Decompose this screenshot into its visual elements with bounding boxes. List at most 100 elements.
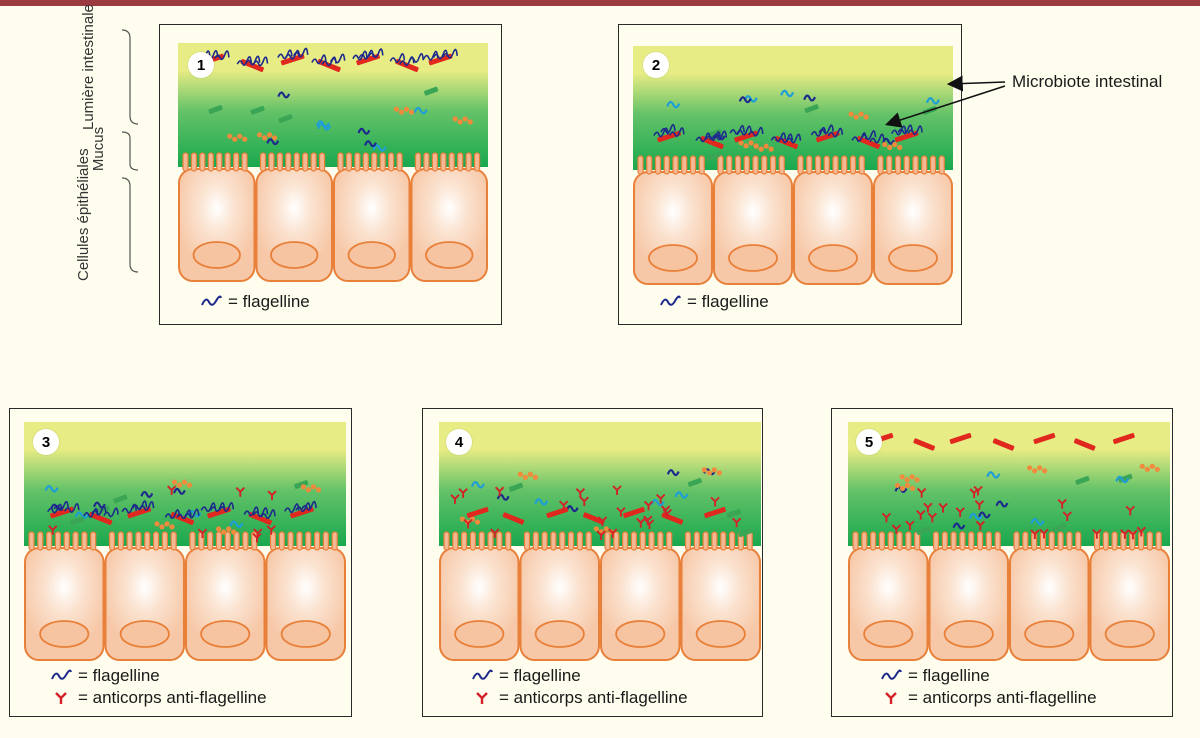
bacterium-coccus-icon [716, 470, 722, 476]
flagellin-icon [252, 56, 269, 67]
microvillus [126, 531, 133, 551]
antibody-icon [916, 487, 927, 498]
scene-4 [439, 422, 761, 662]
panel-legend: = flagelline = anticorps anti-flagelline [880, 665, 1097, 709]
microvillus [932, 531, 940, 551]
microvillus [345, 152, 353, 172]
bacterium-coccus-icon [897, 144, 903, 151]
cell-nucleus [454, 620, 505, 648]
bacterium-coccus-icon [216, 526, 222, 532]
antibody-icon [905, 520, 915, 531]
bacterium-coccus-icon [257, 132, 263, 138]
antibody-icon [597, 516, 608, 527]
lumen-and-mucus [439, 422, 761, 546]
microvillus [1048, 531, 1055, 551]
cell-nucleus [808, 244, 858, 272]
microvillus [431, 152, 438, 172]
antibody-icon [166, 485, 177, 496]
antibody-icon [559, 500, 569, 511]
microvillus [440, 152, 447, 172]
flagellin-icon [534, 498, 549, 506]
microvillus [1057, 531, 1064, 551]
microvillus [523, 531, 531, 551]
bacterium-rod-icon [49, 506, 74, 519]
microvillus [135, 531, 142, 551]
antibody-icon [1039, 528, 1049, 539]
microvillus [278, 531, 285, 551]
bacterium-rod-icon [856, 135, 881, 150]
cell-nucleus [280, 620, 331, 648]
microvillus [215, 531, 223, 551]
flagellin-icon [743, 95, 758, 103]
legend-flagellin: = flagelline [499, 666, 581, 685]
microvillus [310, 152, 317, 172]
flagellin-icon [810, 126, 827, 137]
bacterium-coccus-icon [848, 111, 854, 117]
bacterium-coccus-icon [452, 116, 458, 122]
bacterium-rod-icon [894, 130, 919, 143]
microvillus [144, 531, 151, 551]
flagellin-icon [666, 100, 681, 109]
cell-nucleus [425, 241, 474, 269]
microvillus [630, 531, 638, 551]
epithelial-cells [633, 155, 953, 285]
microbiota [450, 467, 753, 541]
bacterium-coccus-icon [181, 479, 188, 485]
antibody-icon [938, 502, 948, 513]
bacterium-coccus-icon [763, 143, 769, 149]
cell-nucleus [863, 620, 914, 648]
bacterium-rod-icon [294, 480, 309, 489]
antibody-icon [267, 490, 277, 501]
bacterium-rod-icon [1073, 438, 1096, 451]
flagellin-icon [103, 507, 119, 518]
lumen-and-mucus [178, 43, 488, 167]
lumen-label: Lumière intestinale [80, 4, 97, 130]
microvillus [161, 531, 168, 551]
microvillus [878, 531, 886, 551]
flagellin-icon [669, 127, 685, 138]
flagellin-icon [408, 53, 425, 63]
microvillus [207, 152, 214, 172]
antibody-icon [891, 524, 902, 535]
legend-flagellin: = flagelline [908, 666, 990, 685]
epithelial-cells [24, 531, 346, 661]
antibody-icon [596, 530, 606, 541]
bacterium-coccus-icon [522, 474, 528, 480]
flagellin-icon [53, 500, 69, 511]
microvillus [296, 531, 303, 551]
flagellin-icon [442, 48, 458, 59]
microvillus [734, 155, 742, 175]
bacterium-coccus-icon [858, 111, 864, 117]
antibody-icon [450, 494, 460, 504]
flagellin-icon [785, 133, 802, 144]
bacterium-rod-icon [705, 152, 721, 162]
bacterium-coccus-icon [1042, 468, 1048, 474]
flagellin-icon [140, 491, 154, 498]
microvillus [541, 531, 548, 551]
bacterium-rod-icon [423, 86, 439, 96]
flagellin-icon [389, 53, 406, 63]
flagellin-icon [266, 138, 280, 146]
flagellin-icon [881, 669, 902, 680]
flagellin-icon [995, 500, 1009, 508]
flagellin-icon [860, 130, 877, 141]
top-rule [0, 0, 1200, 6]
bacterium-coccus-icon [474, 519, 481, 525]
bacterium-coccus-icon [909, 474, 915, 480]
microvillus [302, 152, 309, 172]
microvillus [861, 531, 868, 551]
antibody-icon [1120, 529, 1130, 539]
panel-legend: = flagelline [659, 291, 769, 313]
bacterium-coccus-icon [227, 133, 233, 139]
microvillus [806, 155, 813, 175]
antibody-icon [476, 692, 488, 704]
flagellin-icon [986, 471, 1001, 479]
scene-1 [178, 43, 488, 283]
microbiota [195, 47, 473, 152]
flagellin-icon [74, 511, 89, 520]
antibody-icon [923, 502, 933, 513]
microvillus [681, 155, 688, 175]
microbiota-callout: Microbiote intestinal [1012, 72, 1163, 91]
flagellin-icon [818, 124, 834, 135]
antibody-icon [55, 692, 67, 704]
